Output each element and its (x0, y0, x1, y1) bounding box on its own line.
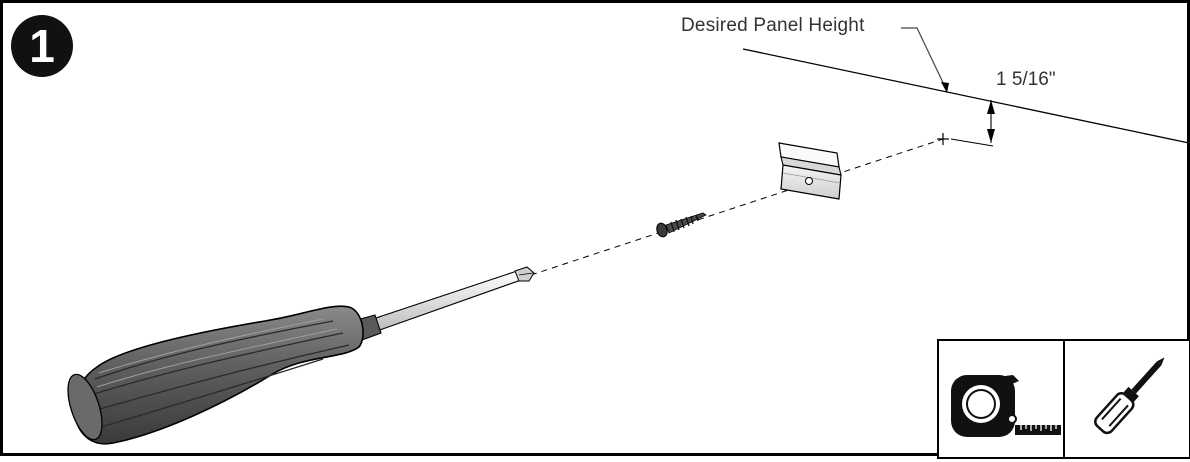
screwdriver-tool-cell (1063, 339, 1190, 459)
dimension-extension-line (950, 138, 994, 147)
panel-height-line (742, 48, 1190, 144)
panel-clip (778, 142, 842, 200)
screwdriver-icon (1094, 357, 1165, 435)
alignment-dashed-line (530, 138, 944, 276)
screwdriver-illustration (67, 266, 535, 445)
dimension-arrow-down (987, 129, 995, 143)
required-tools-panel (937, 339, 1190, 459)
step-number-badge: 1 (11, 15, 73, 77)
installation-diagram (67, 27, 1190, 445)
clip-screw-hole (805, 177, 813, 185)
screw-icon (656, 212, 707, 238)
tape-measure-tool-cell (937, 339, 1065, 459)
step-number: 1 (29, 20, 55, 72)
offset-dimension-label: 1 5/16" (996, 69, 1056, 90)
panel-height-label: Desired Panel Height (681, 15, 865, 36)
tape-measure-icon (951, 375, 1061, 437)
dimension-arrow-up (987, 100, 995, 114)
panel-height-leader-arrow (941, 82, 949, 93)
panel-height-leader (901, 27, 948, 92)
